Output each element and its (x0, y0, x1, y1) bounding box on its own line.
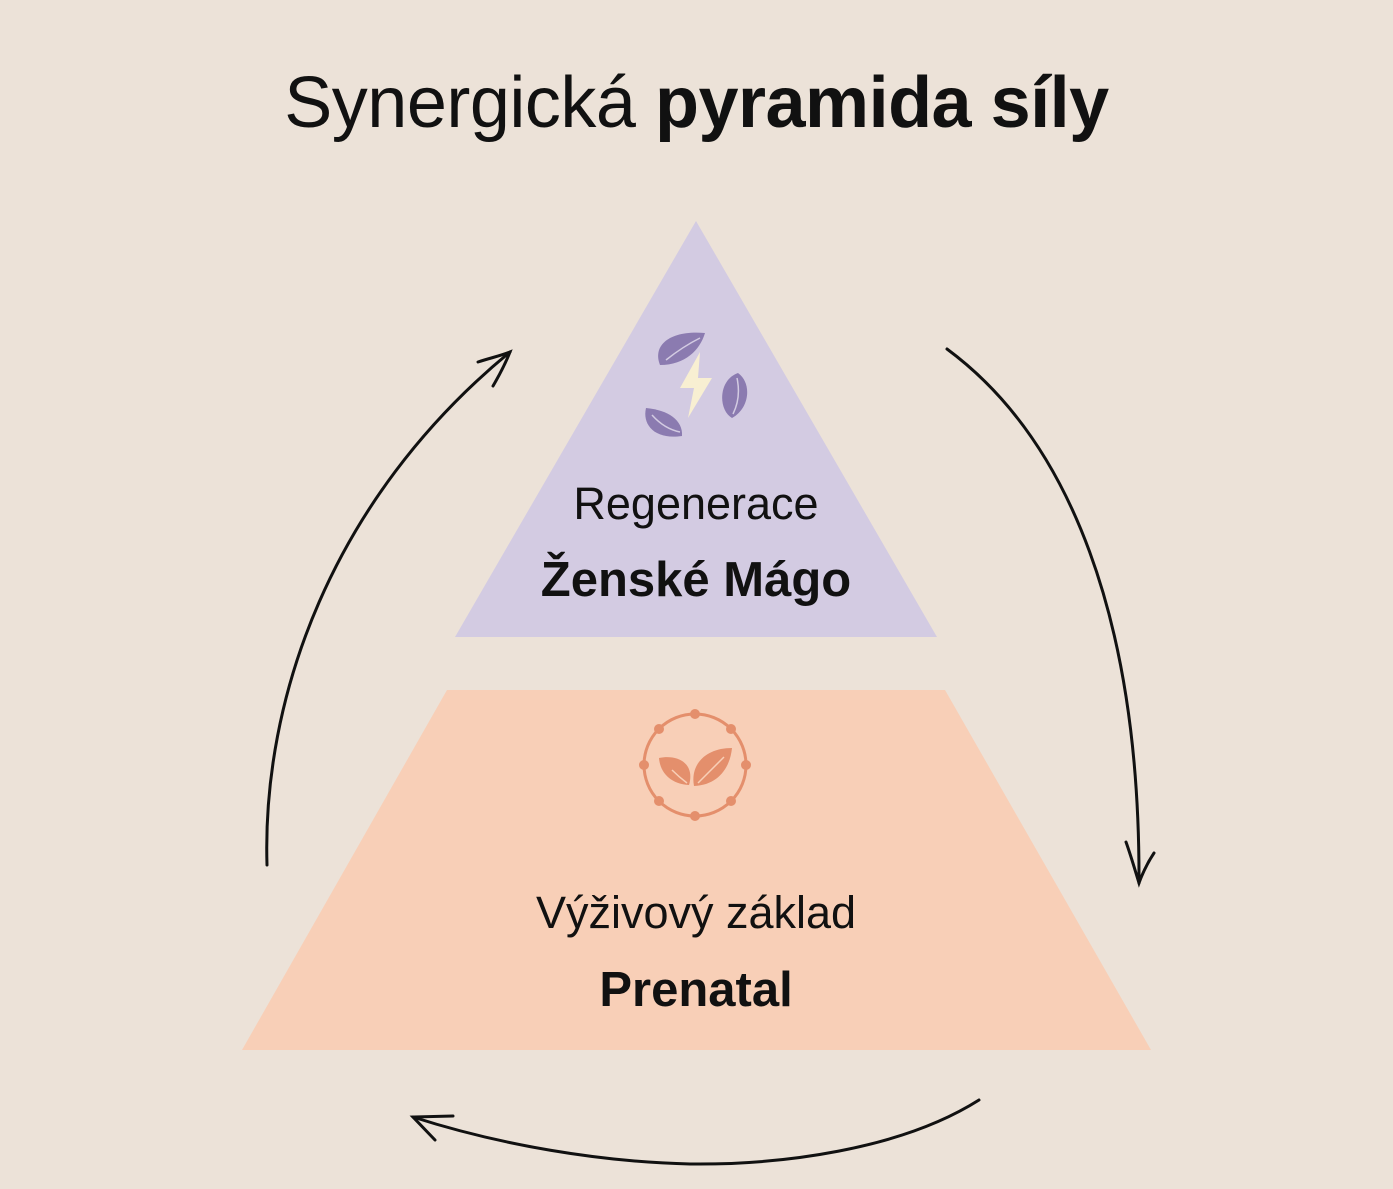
top-tier-shape (455, 221, 937, 637)
top-tier-title: Ženské Mágo (540, 553, 852, 607)
page-title: Synergická pyramida síly (0, 58, 1393, 148)
top-tier-subtitle: Regenerace (573, 478, 819, 529)
right-cycle-arrow-icon (945, 347, 1156, 888)
title-light: Synergická (284, 63, 636, 143)
bottom-cycle-arrow-icon (409, 1098, 981, 1166)
bottom-tier-shape (242, 690, 1151, 1050)
leaf-in-dotted-circle-icon (639, 709, 751, 821)
bottom-tier-subtitle: Výživový základ (535, 887, 857, 938)
left-cycle-arrow-icon (265, 349, 513, 867)
leaves-cycle-lightning-icon (645, 332, 748, 437)
bottom-tier-title: Prenatal (599, 963, 793, 1017)
title-bold: pyramida síly (654, 63, 1109, 143)
